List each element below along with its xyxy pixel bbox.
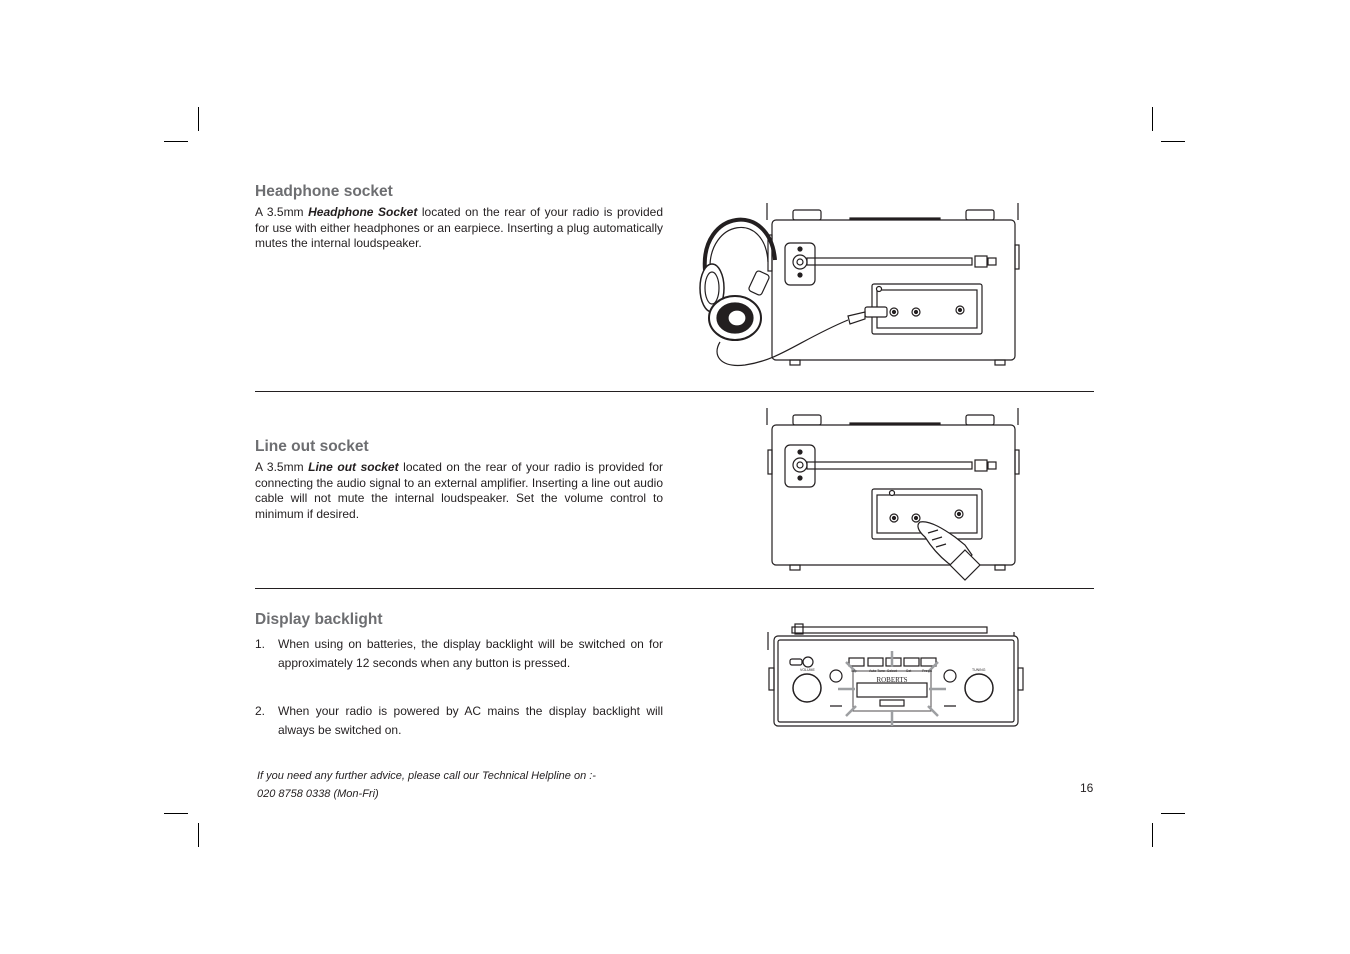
lineout-text-b: located on the rear of your radio is pro… — [255, 460, 664, 521]
headphone-text-a: A 3.5mm — [255, 205, 309, 219]
section-divider — [255, 588, 1094, 589]
section-divider — [255, 391, 1094, 392]
volume-label: VOLUME — [800, 668, 815, 672]
front-button-label: Preset — [922, 669, 932, 673]
list-item: 2. When your radio is powered by AC main… — [255, 702, 663, 740]
crop-mark — [1152, 107, 1153, 131]
backlight-figure: ROBERTS VOLUME TUNING Info Auto Tune Sel… — [767, 623, 1024, 727]
crop-mark — [1161, 141, 1185, 142]
helpline-note: If you need any further advice, please c… — [257, 770, 596, 782]
lineout-text-a: A 3.5mm — [255, 460, 309, 474]
backlight-section-title: Display backlight — [255, 611, 383, 628]
lineout-text-emphasis: Line out socket — [308, 460, 399, 474]
list-item: 1. When using on batteries, the display … — [255, 635, 663, 673]
list-item-number: 1. — [255, 637, 266, 651]
crop-mark — [164, 141, 188, 142]
headphone-text-b: located on the rear of your radio is pro… — [255, 205, 663, 251]
list-item-text: When using on batteries, the display bac… — [278, 637, 663, 670]
lineout-figure — [766, 408, 1020, 581]
list-item-text: When your radio is powered by AC mains t… — [278, 704, 663, 737]
crop-mark — [164, 813, 188, 814]
crop-mark — [198, 823, 199, 847]
lineout-section-title: Line out socket — [255, 438, 369, 455]
list-item-number: 2. — [255, 704, 266, 718]
front-button-label: Info — [851, 669, 857, 673]
headphone-figure — [699, 203, 1020, 367]
crop-mark — [198, 107, 199, 131]
headphone-paragraph: A 3.5mm Headphone Socket located on the … — [255, 205, 663, 252]
lineout-paragraph: A 3.5mm Line out socket located on the r… — [255, 460, 663, 522]
front-brand-label: ROBERTS — [876, 676, 907, 684]
headphone-section-title: Headphone socket — [255, 183, 393, 200]
front-button-label: Set — [906, 669, 911, 673]
crop-mark — [1161, 813, 1185, 814]
headphone-text-emphasis: Headphone Socket — [308, 205, 418, 219]
crop-mark — [1152, 823, 1153, 847]
front-button-label: Auto Tune — [869, 669, 885, 673]
front-button-label: Select — [887, 669, 897, 673]
helpline-number: 020 8758 0338 (Mon-Fri) — [257, 788, 379, 800]
page-number: 16 — [1080, 781, 1094, 795]
tuning-label: TUNING — [972, 668, 986, 672]
